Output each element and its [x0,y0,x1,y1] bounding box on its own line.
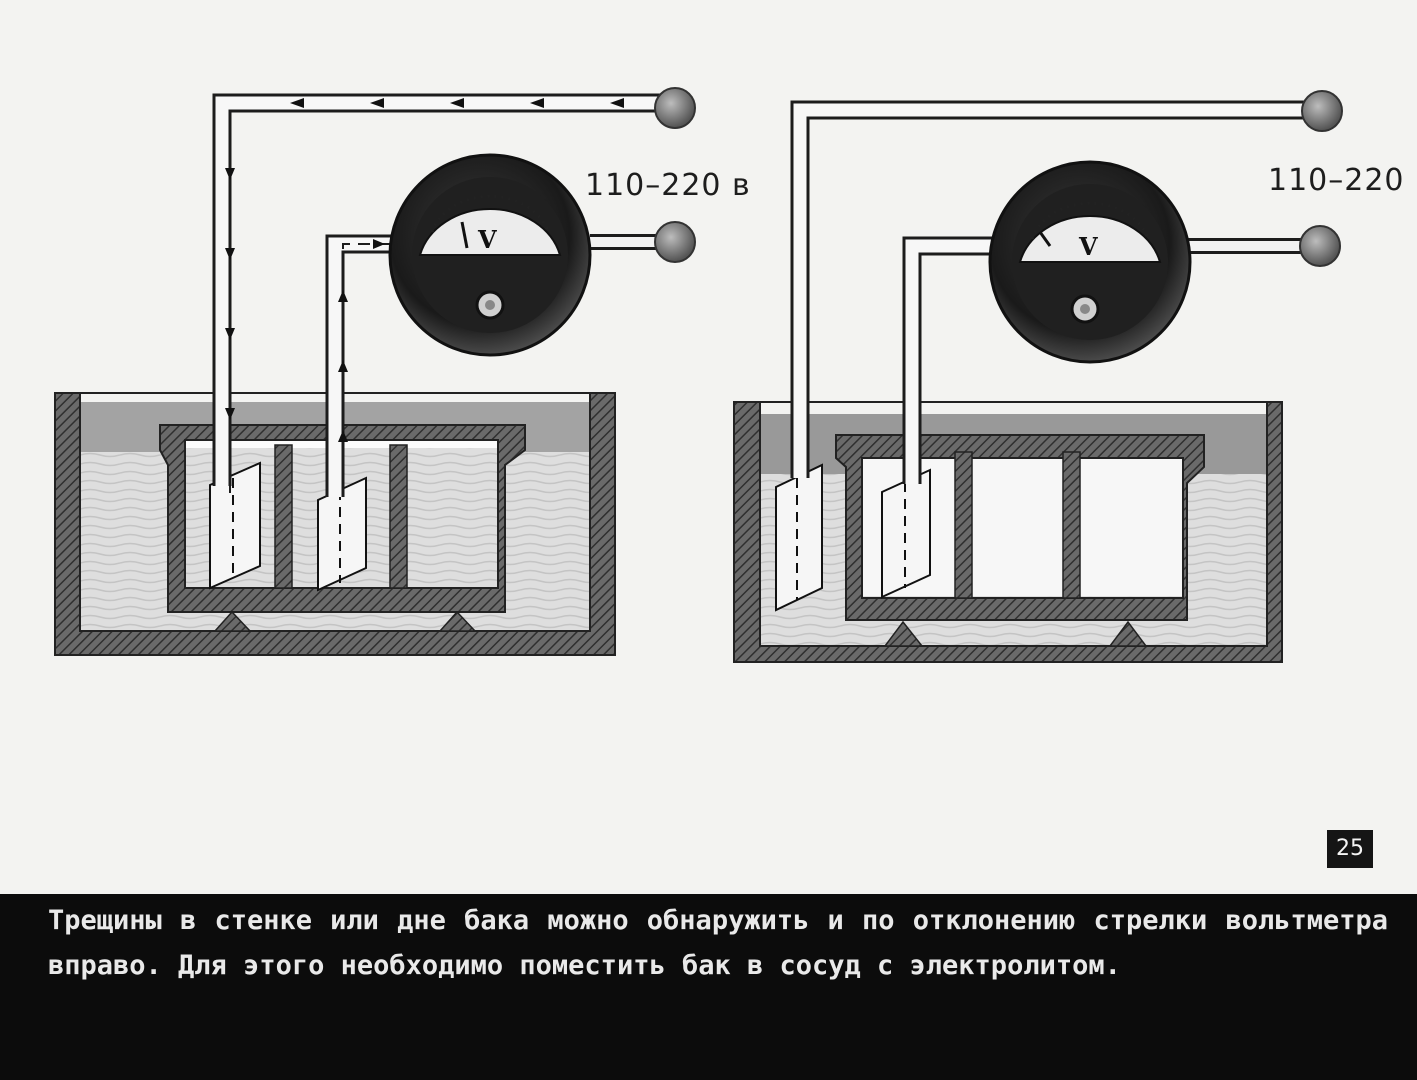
diagram-left: V [54,87,696,656]
terminal-icon [654,87,696,129]
terminal-icon [1299,225,1341,267]
terminal-icon [654,221,696,263]
meter-symbol: V [477,225,497,254]
caption-text: Трещины в стенке или дне бака можно обна… [48,905,1388,981]
wires-right [790,100,1320,484]
current-arrow-icon [225,98,624,442]
voltmeter-icon: V [988,160,1192,364]
voltage-label-right: 110–220 [1268,163,1405,198]
electrode-plates-right [775,463,931,612]
electrode-plates-left [209,461,367,592]
diagram-right: V [733,90,1343,663]
meter-symbol: V [1078,232,1098,261]
voltmeter-icon: V [388,153,592,357]
slide-number-badge: 25 [1327,830,1373,868]
caption-band [0,894,1417,1080]
terminal-icon [1301,90,1343,132]
voltage-label-left: 110–220 в [585,168,751,203]
